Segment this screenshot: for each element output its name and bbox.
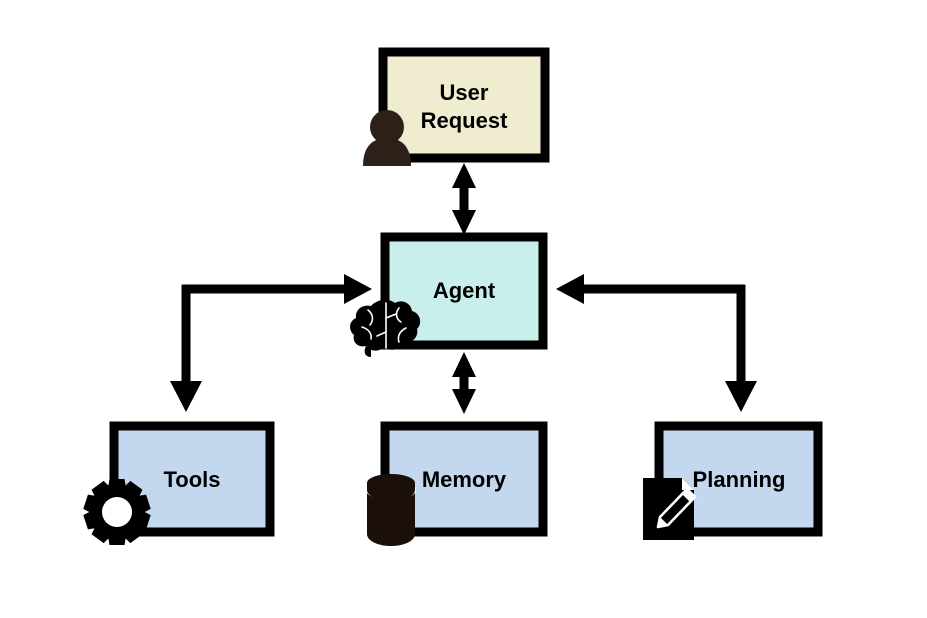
database-icon — [366, 474, 416, 546]
node-agent[interactable]: Agent — [350, 232, 548, 357]
user-request-box[interactable] — [378, 47, 550, 163]
memory-label: Memory — [422, 467, 507, 492]
brain-icon — [350, 299, 421, 357]
person-icon — [363, 110, 411, 166]
user-request-label-line1: User — [440, 80, 489, 105]
edge-planning-agent — [556, 274, 757, 412]
edge-agent-memory — [452, 352, 476, 414]
tools-label: Tools — [163, 467, 220, 492]
gear-icon — [83, 479, 151, 545]
pencil-glyph — [656, 487, 697, 529]
node-memory[interactable]: Memory — [366, 421, 548, 546]
user-request-label-line2: Request — [421, 108, 508, 133]
agent-label: Agent — [433, 278, 496, 303]
node-user-request[interactable]: User Request — [363, 47, 550, 166]
document-pencil-icon — [643, 478, 697, 540]
edge-tools-agent — [170, 274, 372, 412]
node-planning[interactable]: Planning — [643, 421, 823, 540]
edge-user-request-agent — [452, 163, 476, 235]
node-tools[interactable]: Tools — [83, 421, 275, 545]
planning-label: Planning — [693, 467, 786, 492]
